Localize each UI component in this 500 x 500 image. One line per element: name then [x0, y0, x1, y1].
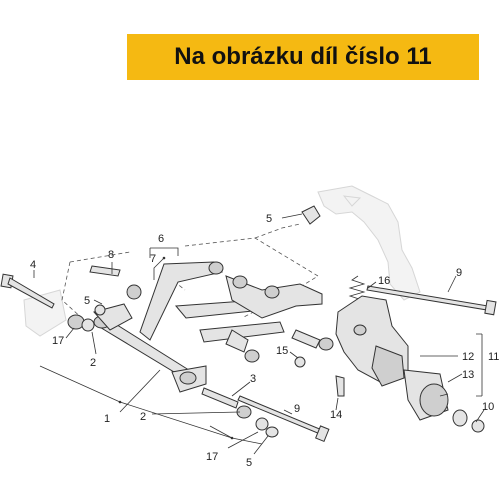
leader-lines	[33, 213, 485, 455]
callout-dots	[118, 256, 234, 440]
callout-6: 6	[158, 233, 164, 245]
part-roller-12	[403, 369, 449, 421]
callout-brackets	[39, 247, 483, 445]
part-swing-arm-6	[139, 261, 334, 363]
callout-9: 9	[456, 267, 462, 279]
callout-12: 12	[462, 351, 474, 363]
part-pin-3	[201, 387, 239, 409]
part-nut-15	[294, 356, 306, 368]
banner-title: Na obrázku díl číslo 11	[174, 43, 432, 70]
callout-3: 3	[250, 373, 256, 385]
callout-2: 2	[140, 411, 146, 423]
callout-labels: 5 6 7 8 4 5 16 9 17 2 15 12 11 13 1 3 2 …	[30, 213, 499, 469]
callout-8: 8	[108, 249, 114, 261]
callout-5: 5	[84, 295, 90, 307]
callout-14: 14	[330, 409, 342, 421]
callout-17: 17	[206, 451, 218, 463]
part-bolt-4	[0, 273, 55, 309]
callout-9: 9	[294, 403, 300, 415]
callout-7: 7	[150, 253, 156, 265]
part-bolt-9-upper	[366, 285, 497, 316]
part-washer-10	[452, 409, 485, 433]
callout-15: 15	[276, 345, 288, 357]
part-bushing-7	[126, 284, 142, 300]
part-bolt-9-lower	[237, 395, 330, 443]
small-bushings-left	[67, 304, 106, 332]
callout-13: 13	[462, 369, 474, 381]
part-pin-8	[89, 265, 121, 277]
callout-16: 16	[378, 275, 390, 287]
callout-5: 5	[266, 213, 272, 225]
part-bracket-11	[335, 295, 409, 387]
callout-10: 10	[482, 401, 494, 413]
frame-ghost	[23, 185, 421, 337]
callout-1: 1	[104, 413, 110, 425]
callout-11: 11	[488, 351, 499, 363]
callout-17: 17	[52, 335, 64, 347]
title-banner: Na obrázku díl číslo 11	[127, 34, 479, 80]
callout-2: 2	[90, 357, 96, 369]
part-screw-14	[335, 375, 345, 397]
callout-4: 4	[30, 259, 36, 271]
small-bushings-lower	[236, 405, 279, 438]
callout-5: 5	[246, 457, 252, 469]
part-nut-5-upper	[301, 205, 321, 225]
